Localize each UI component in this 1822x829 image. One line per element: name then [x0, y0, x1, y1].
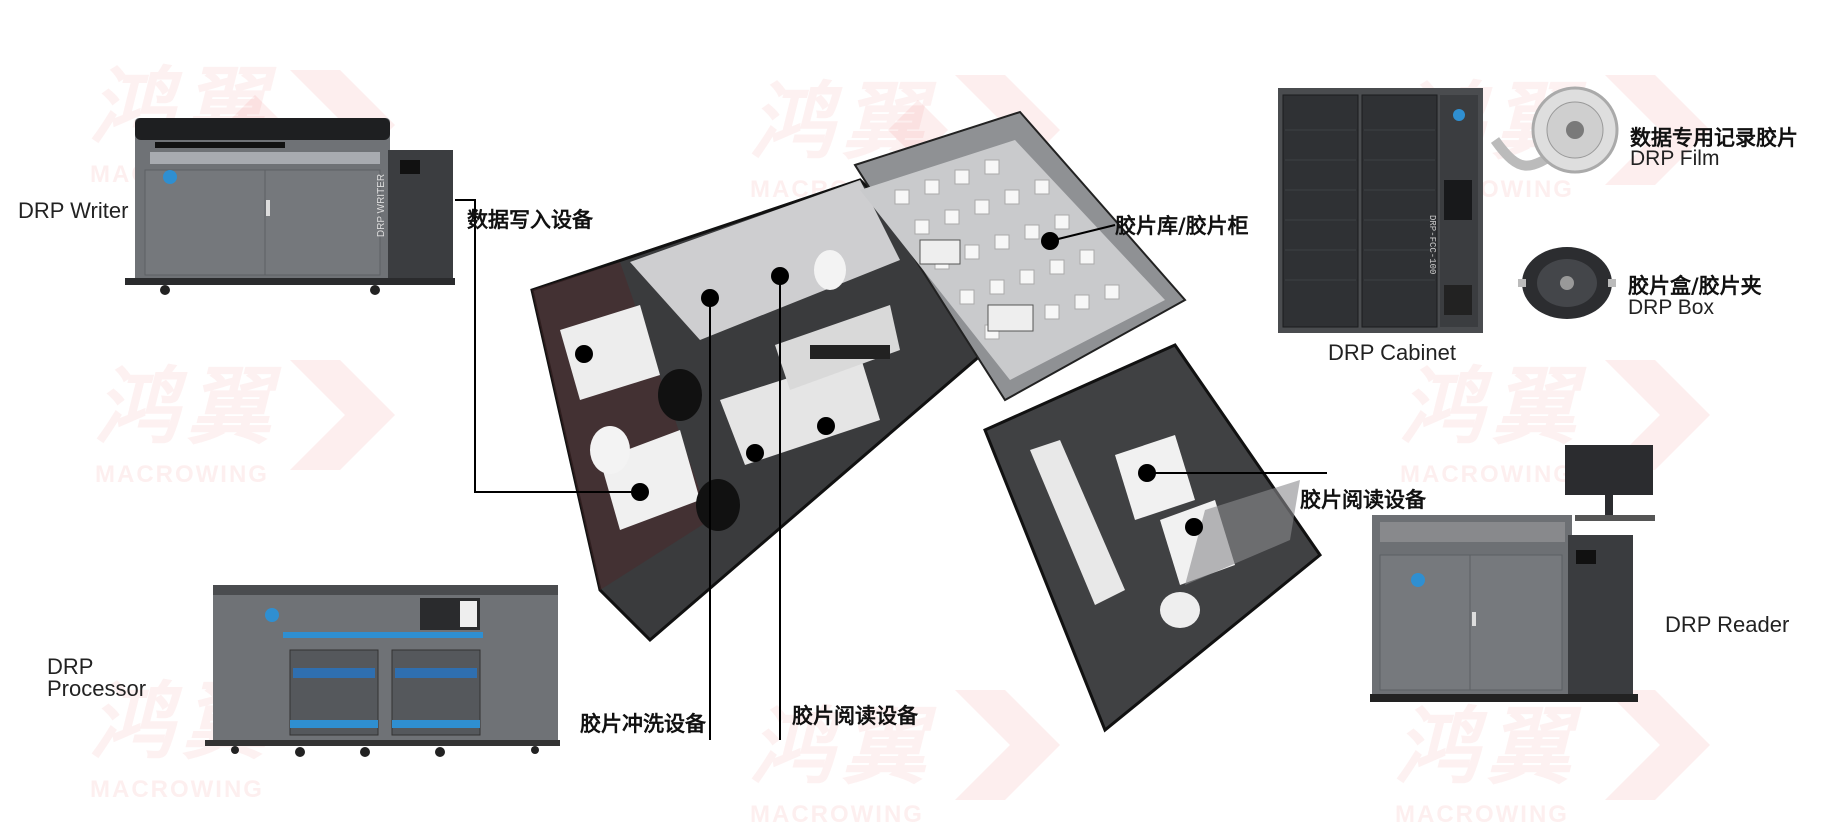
- drp-writer-label: DRP Writer: [18, 198, 129, 223]
- film-reel-icon: [1490, 86, 1619, 174]
- drp-reader-label: DRP Reader: [1665, 612, 1790, 637]
- drp-processor-label-line2: Processor: [47, 676, 147, 701]
- film-box-icon: [1518, 247, 1616, 319]
- drp-cabinet-label: DRP Cabinet: [1328, 340, 1456, 365]
- drp-processor-label-line1: DRP: [47, 654, 94, 679]
- callout-processing-equipment: 胶片冲洗设备: [580, 712, 706, 736]
- watermark-en: MACROWING: [90, 776, 264, 803]
- drp-processor-label: DRP Processor: [47, 656, 146, 700]
- watermark-cn: 鸿翼: [1395, 697, 1580, 796]
- watermark-en: MACROWING: [1400, 461, 1574, 488]
- drp-film-label-cn: 数据专用记录胶片: [1630, 126, 1798, 150]
- drp-box-label-en: DRP Box: [1628, 296, 1714, 319]
- drp-box-label-cn: 胶片盒/胶片夹: [1628, 274, 1762, 298]
- watermark-cn: 鸿翼: [95, 357, 280, 456]
- watermark-cn: 鸿翼: [1400, 357, 1585, 456]
- watermark-en: MACROWING: [95, 461, 269, 488]
- drp-film-label-en: DRP Film: [1630, 147, 1720, 170]
- watermark-group: 鸿翼 MACROWING: [1400, 340, 1584, 489]
- callout-reader-equipment-right: 胶片阅读设备: [1300, 488, 1426, 512]
- callout-film-library: 胶片库/胶片柜: [1115, 214, 1249, 238]
- watermark-group: 鸿翼 MACROWING: [95, 340, 279, 489]
- callout-writer-equipment: 数据写入设备: [467, 208, 593, 232]
- callout-reader-equipment-bottom: 胶片阅读设备: [792, 704, 918, 728]
